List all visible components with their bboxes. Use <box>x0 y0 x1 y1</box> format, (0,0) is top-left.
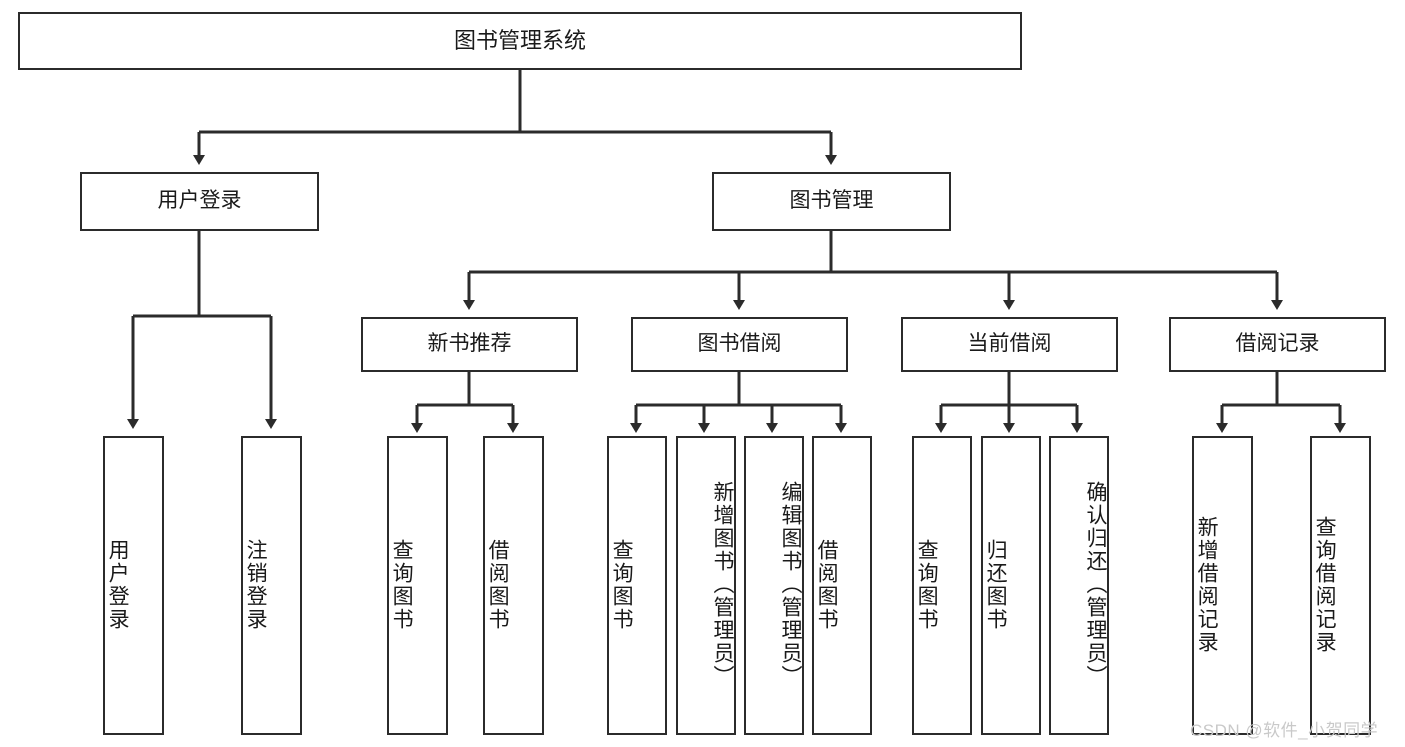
node-label: 查询图书 <box>915 538 939 631</box>
leaf-borrow-edit-book-admin[interactable]: 编辑图书（管理员） <box>744 436 804 735</box>
node-borrow-record[interactable]: 借阅记录 <box>1169 317 1386 372</box>
node-label: 查询借阅记录 <box>1313 515 1337 654</box>
node-label: 用户登录 <box>106 538 130 631</box>
node-book-management[interactable]: 图书管理 <box>712 172 951 231</box>
leaf-recommend-query-book[interactable]: 查询图书 <box>387 436 448 735</box>
leaf-borrow-query-book[interactable]: 查询图书 <box>607 436 667 735</box>
node-label: 查询图书 <box>390 538 414 631</box>
leaf-record-query-record[interactable]: 查询借阅记录 <box>1310 436 1371 735</box>
node-label: 确认归还（管理员） <box>1084 481 1107 688</box>
csdn-watermark: CSDN @软件_小贺同学 <box>1190 721 1379 740</box>
node-label: 用户登录 <box>157 189 242 213</box>
leaf-current-confirm-return-admin[interactable]: 确认归还（管理员） <box>1049 436 1109 735</box>
node-label: 归还图书 <box>984 538 1008 631</box>
node-label: 新书推荐 <box>427 332 512 356</box>
node-label: 图书管理 <box>789 189 874 213</box>
node-label: 借阅图书 <box>486 538 510 631</box>
node-label: 图书管理系统 <box>453 28 586 54</box>
node-label: 新增借阅记录 <box>1195 515 1219 654</box>
node-label: 图书借阅 <box>697 332 782 356</box>
node-book-borrow[interactable]: 图书借阅 <box>631 317 848 372</box>
leaf-user-login-signin[interactable]: 用户登录 <box>103 436 164 735</box>
node-root-system[interactable]: 图书管理系统 <box>18 12 1022 70</box>
node-current-borrow[interactable]: 当前借阅 <box>901 317 1118 372</box>
leaf-borrow-add-book-admin[interactable]: 新增图书（管理员） <box>676 436 736 735</box>
node-label: 借阅记录 <box>1235 332 1320 356</box>
leaf-current-query-book[interactable]: 查询图书 <box>912 436 972 735</box>
node-label: 编辑图书（管理员） <box>779 481 802 688</box>
leaf-recommend-borrow-book[interactable]: 借阅图书 <box>483 436 544 735</box>
node-user-login[interactable]: 用户登录 <box>80 172 319 231</box>
node-label: 借阅图书 <box>815 538 839 631</box>
node-new-book-recommend[interactable]: 新书推荐 <box>361 317 578 372</box>
node-label: 新增图书（管理员） <box>711 481 734 688</box>
leaf-user-login-signout[interactable]: 注销登录 <box>241 436 302 735</box>
leaf-record-add-record[interactable]: 新增借阅记录 <box>1192 436 1253 735</box>
node-label: 查询图书 <box>610 538 634 631</box>
node-label: 当前借阅 <box>967 332 1052 356</box>
leaf-current-return-book[interactable]: 归还图书 <box>981 436 1041 735</box>
node-label: 注销登录 <box>244 538 268 631</box>
leaf-borrow-borrow-book[interactable]: 借阅图书 <box>812 436 872 735</box>
